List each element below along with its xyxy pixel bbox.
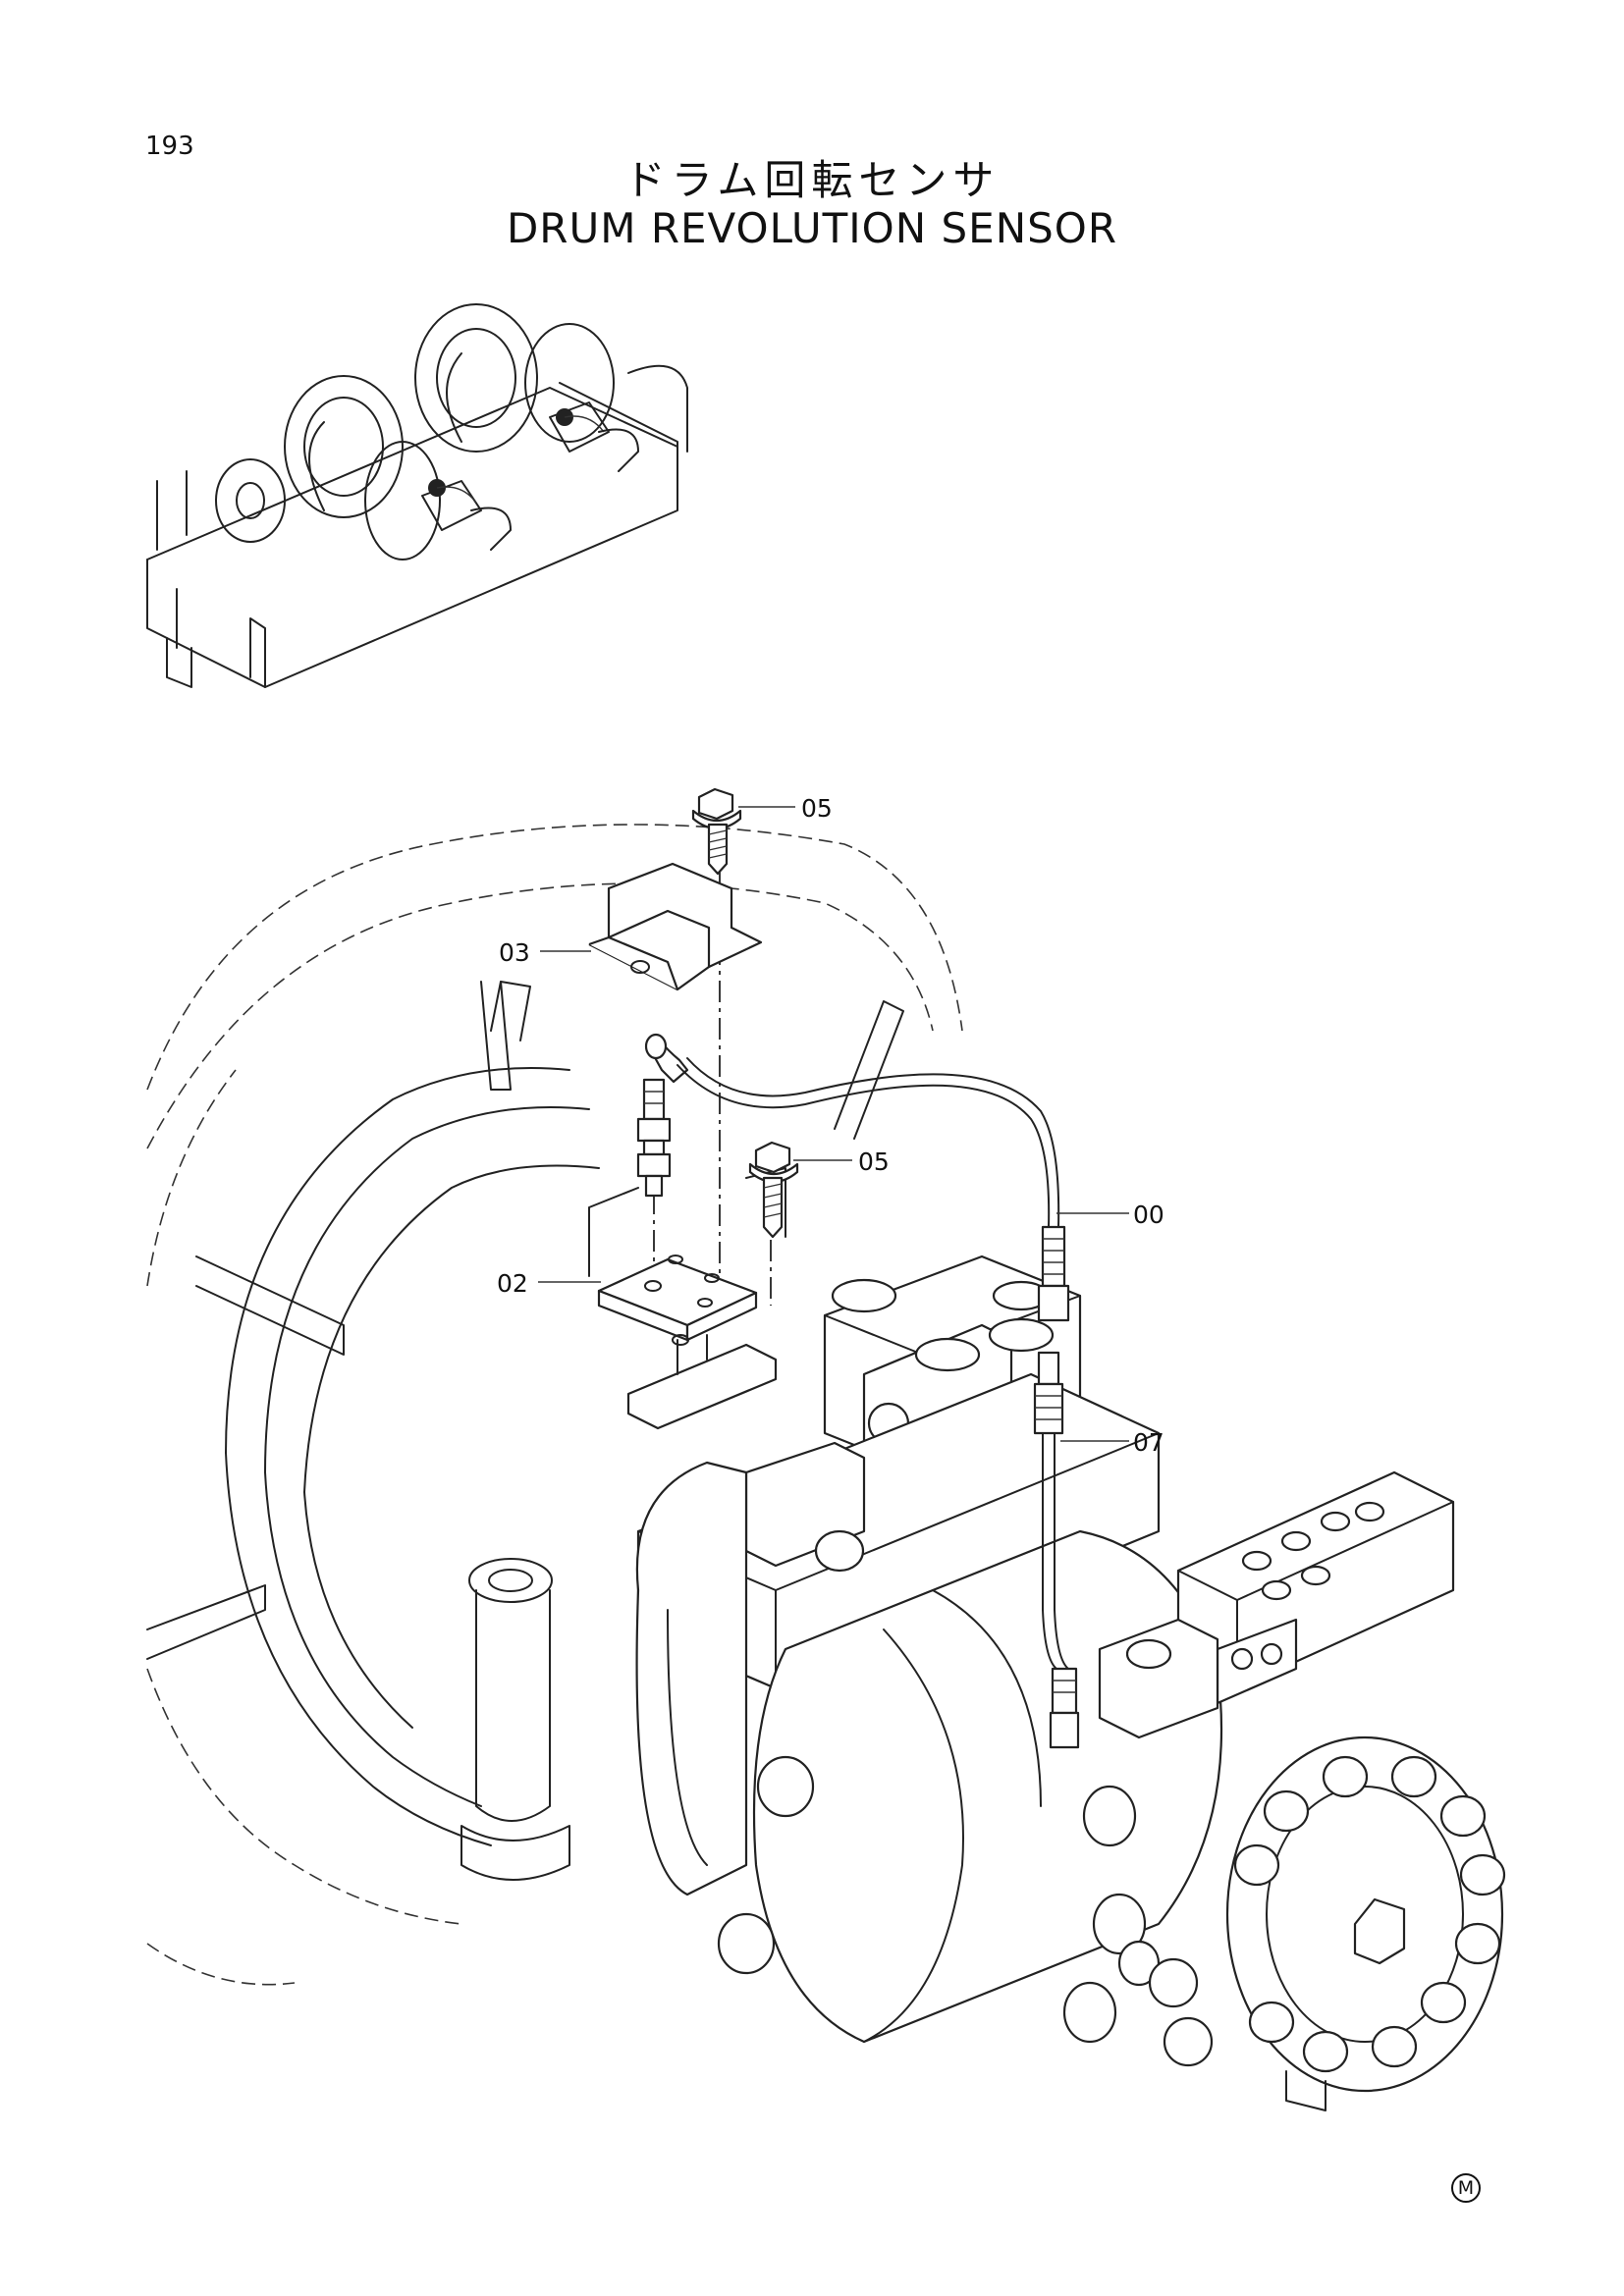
callout-05-mid: 05 <box>858 1148 890 1176</box>
title-english: DRUM REVOLUTION SENSOR <box>506 204 1118 252</box>
callout-07: 07 <box>1133 1428 1164 1457</box>
gear-bolts <box>1148 1755 1506 2073</box>
part-cable <box>677 1057 1070 1322</box>
part-bolt-top <box>691 787 742 876</box>
main-drawing: 05 03 05 00 02 07 <box>146 787 1506 2111</box>
part-bolt-mid <box>748 1141 799 1239</box>
callout-00: 00 <box>1133 1201 1164 1229</box>
callout-03: 03 <box>499 938 530 967</box>
title-japanese: ドラム回転センサ <box>623 156 1001 204</box>
part-harness <box>1033 1351 1080 1749</box>
overview-sketch <box>146 303 688 688</box>
page-number: 193 <box>145 132 194 161</box>
circled-m-mark: M <box>1451 2173 1481 2203</box>
callout-02: 02 <box>497 1269 528 1298</box>
callout-05-top: 05 <box>801 794 833 823</box>
part-sensor <box>636 1033 689 1198</box>
part-bracket <box>588 862 763 991</box>
part-plate <box>597 1255 758 1375</box>
